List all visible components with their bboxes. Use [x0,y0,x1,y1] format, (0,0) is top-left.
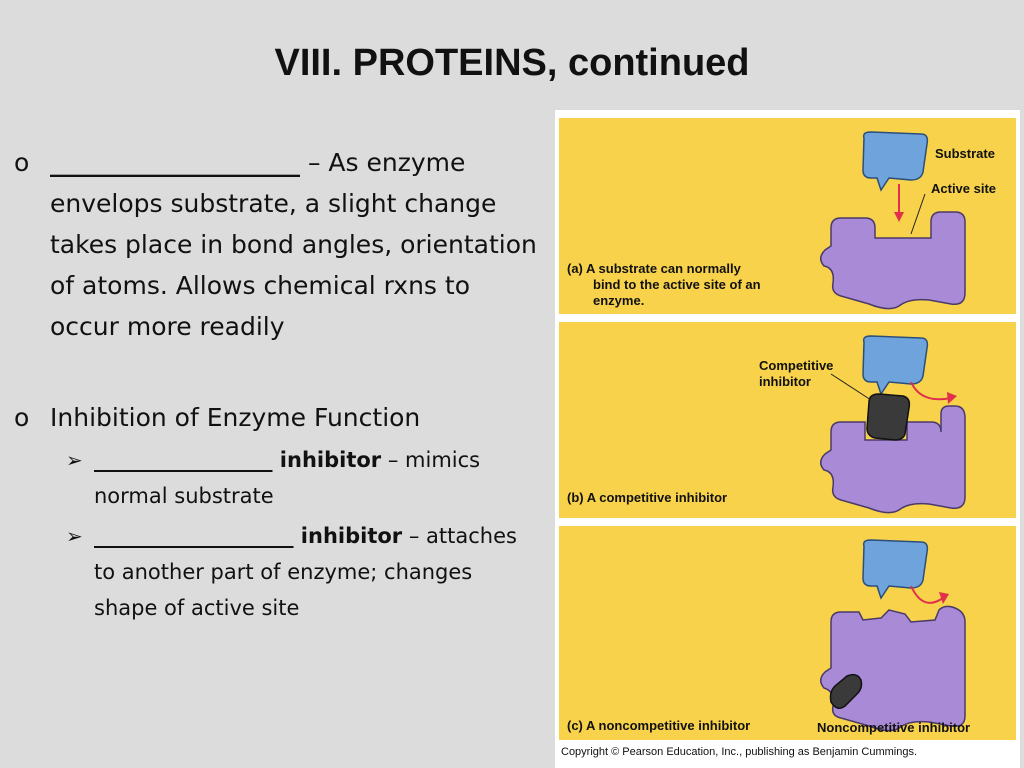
caption-c: (c) A noncompetitive inhibitor [567,718,751,733]
pointer-line [910,193,926,235]
bullet-induced-fit: o ____________________ – As enzyme envel… [14,142,539,347]
label-noncompetitive: Noncompetitive inhibitor [817,720,971,735]
arrow-head [894,212,904,222]
arrow-bullet-icon: ➢ [66,524,83,548]
pointer-line [830,373,872,401]
caption-a-line1: (a) A substrate can normally [567,261,741,276]
panel-b: Competitive inhibitor (b) A competitive … [559,322,1016,518]
sub-bullet-competitive: ➢ _________________ inhibitor – mimics n… [14,442,539,514]
deflect-arrow [910,585,944,604]
substrate-shape [862,539,929,600]
copyright-notice: Copyright © Pearson Education, Inc., pub… [561,746,918,758]
panel-a-illustration [820,131,966,310]
label-active-site: Active site [931,181,997,196]
sub-bullet-noncompetitive: ➢ ___________________ inhibitor – attach… [14,518,539,626]
term-inhibitor: inhibitor [272,448,382,472]
fill-in-blank: _________________ [94,448,273,472]
bullet-inhibition: o Inhibition of Enzyme Function [14,397,539,438]
enzyme-inhibition-figure: Substrate Active site (a) A substrate ca… [555,110,1020,768]
slide-title: VIII. PROTEINS, continued [274,42,750,84]
panel-a: Substrate Active site (a) A substrate ca… [559,118,1016,314]
caption-a-line2: bind to the active site of an [593,277,761,292]
bullet-list: o ____________________ – As enzyme envel… [14,142,539,626]
enzyme-shape [820,211,966,310]
substrate-shape [862,131,929,192]
bullet-text: – As enzyme envelops substrate, a slight… [50,148,537,341]
panel-b-illustration [820,335,966,514]
arrow-bullet-icon: ➢ [66,448,83,472]
panel-c: (c) A noncompetitive inhibitor Noncompet… [559,526,1016,740]
caption-a-line3: enzyme. [593,293,645,308]
bullet-marker: o [14,148,30,177]
caption-b: (b) A competitive inhibitor [567,490,728,505]
label-competitive-line1: Competitive [759,358,834,373]
substrate-shape [862,335,929,396]
enzyme-shape [820,605,966,732]
label-competitive-line2: inhibitor [759,374,811,389]
arrow-head [939,592,949,604]
sub-bullet-text: – mimics normal substrate [94,448,481,508]
enzyme-shape [820,405,966,514]
fill-in-blank: ____________________ [50,148,300,177]
sub-bullet-text: – attaches to another part of enzyme; ch… [94,524,517,620]
term-inhibitor: inhibitor [293,524,403,548]
arrow-head [947,392,957,404]
deflect-arrow [910,381,952,401]
competitive-inhibitor-shape [866,393,911,441]
bullet-marker: o [14,403,30,432]
label-substrate: Substrate [935,146,995,161]
bullet-text: Inhibition of Enzyme Function [50,403,421,432]
fill-in-blank: ___________________ [94,524,294,548]
panel-c-illustration [820,539,966,732]
noncompetitive-inhibitor-shape [829,673,863,709]
